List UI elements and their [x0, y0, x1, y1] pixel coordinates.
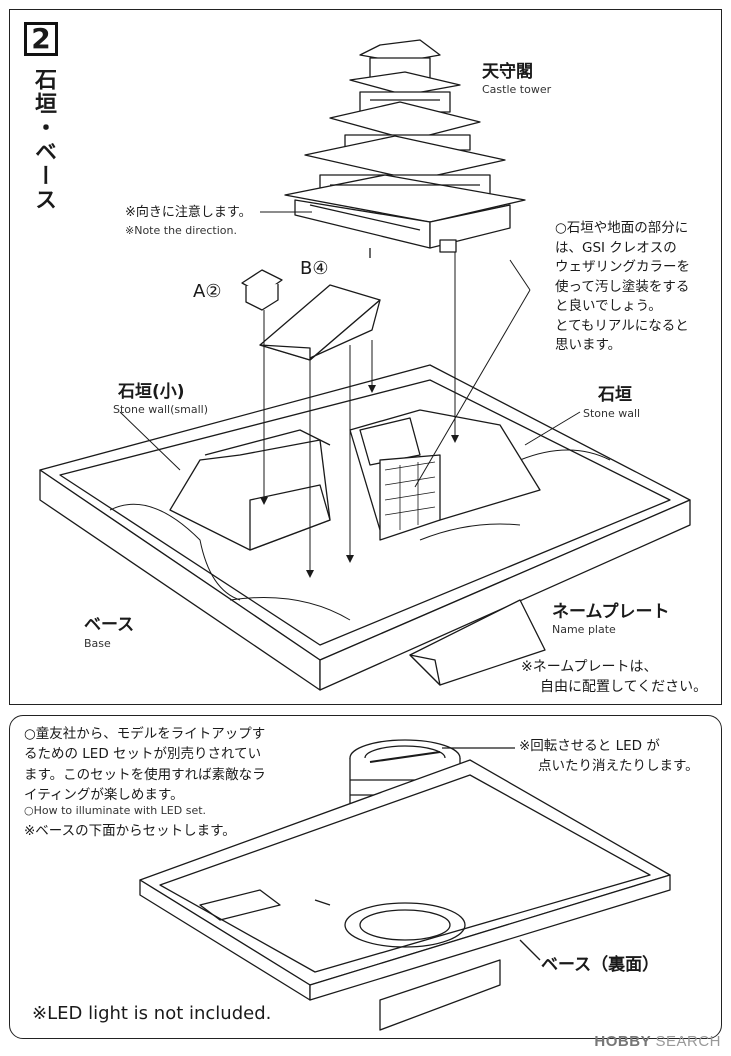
weathering-note: ○石垣や地面の部分に は、GSI クレオスの ウェザリングカラーを 使って汚し塗… — [555, 219, 715, 356]
led-not-included-note: ※LED light is not included. — [32, 1003, 272, 1024]
led-note: ○童友社から、モデルをライトアップす るための LED セットが別売りされてい … — [24, 724, 314, 805]
name-plate-note-1: ※ネームプレートは、 — [521, 659, 658, 675]
stone-wall-label-jp: 石垣 — [598, 385, 632, 405]
part-a-label: A② — [193, 281, 222, 302]
direction-note-en: ※Note the direction. — [125, 224, 238, 237]
direction-note-jp: ※向きに注意します。 — [125, 205, 252, 220]
led-rotate-note-2: 点いたり消えたりします。 — [538, 758, 699, 774]
led-note-line: イティングが楽しめます。 — [24, 786, 184, 803]
weathering-note-line: ウェザリングカラーを — [555, 259, 690, 276]
name-plate-drawing — [409, 599, 546, 686]
base-label-en: Base — [84, 637, 111, 650]
weathering-note-line: と良いでしょう。 — [555, 298, 662, 315]
weathering-note-line: 思います。 — [555, 337, 622, 354]
castle-tower-label-jp: 天守閣 — [482, 62, 533, 82]
led-note-line: るための LED セットが別売りされてい — [24, 746, 262, 763]
base-bottom-label: ベース（裏面） — [541, 955, 660, 975]
part-b-drawing — [259, 284, 381, 361]
stone-wall-small-label-en: Stone wall(small) — [113, 403, 208, 416]
main-stone-wall-drawing — [349, 409, 541, 541]
name-plate-label-en: Name plate — [552, 623, 616, 636]
led-note-line: ます。このセットを使用すれば素敵なラ — [24, 766, 266, 783]
weathering-note-line: 使って汚し塗装をする — [555, 278, 690, 295]
led-rotate-note-1: ※回転させると LED が — [519, 738, 660, 754]
base-label-jp: ベース — [84, 615, 135, 635]
led-note-line: ○童友社から、モデルをライトアップす — [24, 726, 266, 742]
base-underside-drawing — [139, 759, 671, 1031]
stone-wall-label-en: Stone wall — [583, 407, 641, 420]
castle-tower-drawing — [284, 39, 526, 258]
led-note-en: ○How to illuminate with LED set. — [24, 804, 207, 817]
stone-wall-small-label-jp: 石垣(小) — [118, 382, 185, 402]
part-a-drawing — [241, 269, 283, 311]
name-plate-note-2: 自由に配置してください。 — [540, 679, 708, 695]
name-plate-label-jp: ネームプレート — [552, 602, 670, 622]
part-b-label: B④ — [300, 258, 329, 279]
step-title: 石垣・ベース — [31, 68, 56, 212]
base-tray-drawing — [39, 364, 691, 691]
watermark: HOBBY SEARCH — [594, 1033, 721, 1050]
led-set-from-bottom-note: ※ベースの下面からセットします。 — [24, 823, 236, 839]
weathering-note-line: は、GSI クレオスの — [555, 239, 677, 256]
watermark-suffix: SEARCH — [655, 1033, 721, 1050]
step-number: 2 — [24, 22, 58, 56]
weathering-note-line: ○石垣や地面の部分に — [555, 220, 689, 236]
watermark-brand: HOBBY — [594, 1033, 651, 1050]
weathering-note-line: とてもリアルになると — [555, 317, 689, 334]
castle-tower-label-en: Castle tower — [482, 83, 552, 96]
